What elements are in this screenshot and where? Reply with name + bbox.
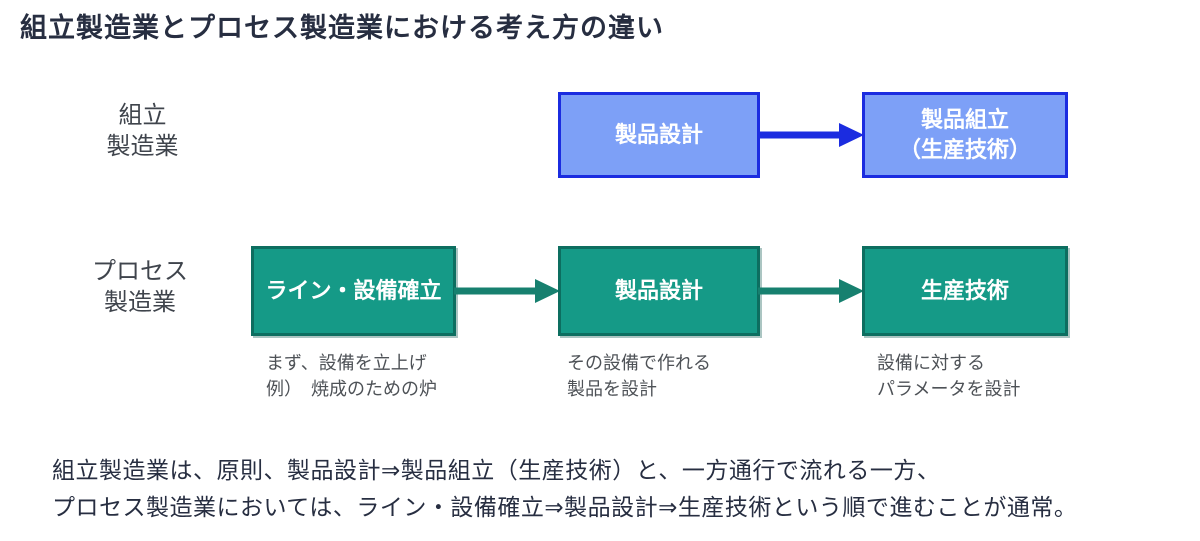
page-title: 組立製造業とプロセス製造業における考え方の違い [20, 13, 664, 43]
footer-text-line1: 組立製造業は、原則、製品設計⇒製品組立（生産技術）と、一方通行で流れる一方、 [52, 457, 941, 483]
process-box-product-design: 製品設計 [558, 246, 760, 336]
process-box-line-setup: ライン・設備確立 [251, 246, 456, 336]
note-line-setup: まず、設備を立上げ 例） 焼成のための炉 [266, 353, 437, 399]
process-arrow-right-icon-1 [454, 279, 560, 303]
process-arrow-right-icon-2 [758, 279, 864, 303]
note-production-tech: 設備に対する パラメータを設計 [877, 353, 1021, 399]
assembly-box-product-design: 製品設計 [558, 92, 760, 178]
footer-text-line2: プロセス製造業においては、ライン・設備確立⇒製品設計⇒生産技術という順で進むこと… [52, 494, 1078, 520]
assembly-box-product-assembly: 製品組立 （生産技術） [862, 92, 1068, 178]
process-row-label: プロセス 製造業 [92, 258, 188, 316]
assembly-arrow-right-icon [758, 123, 864, 147]
assembly-row-label: 組立 製造業 [106, 102, 179, 160]
process-box-production-tech: 生産技術 [862, 246, 1068, 336]
note-product-design: その設備で作れる 製品を設計 [567, 353, 711, 399]
